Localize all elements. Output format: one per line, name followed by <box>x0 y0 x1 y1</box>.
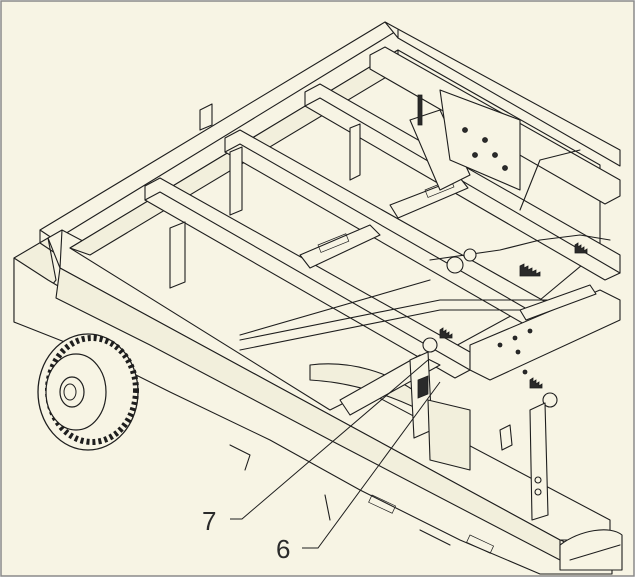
left-wheel <box>37 333 139 451</box>
center-brace <box>339 351 471 471</box>
skirt-slots <box>229 444 495 554</box>
callout-7-label: 7 <box>202 506 216 536</box>
callout-6-label: 6 <box>276 534 290 564</box>
callout-6: 6 <box>276 381 441 564</box>
linkage <box>239 94 623 571</box>
callout-7: 7 <box>202 359 429 536</box>
